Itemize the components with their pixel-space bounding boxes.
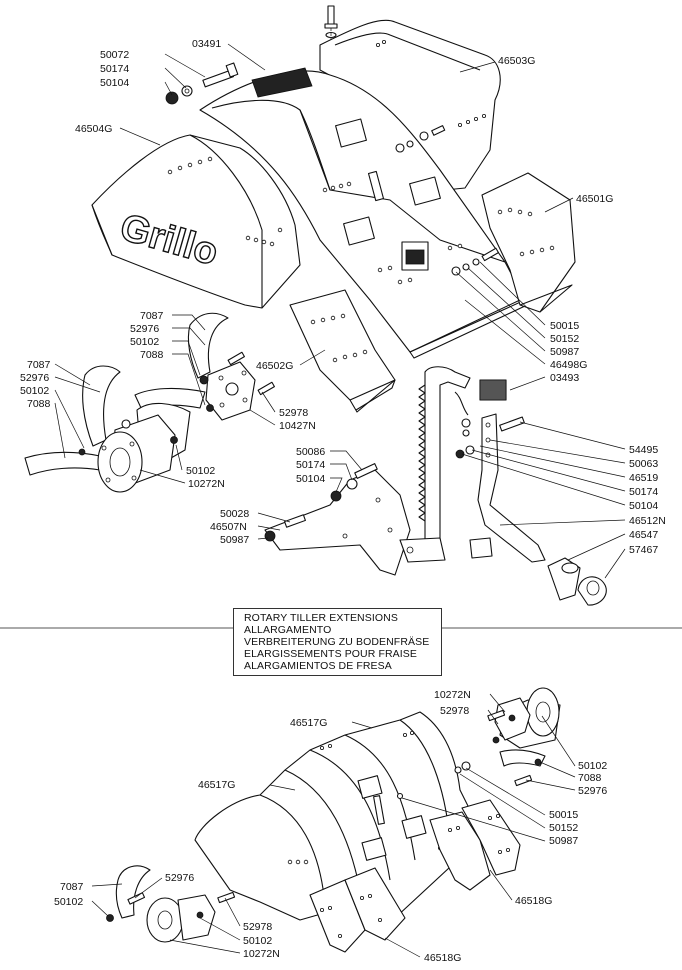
callout-50104: 50104 <box>100 77 129 89</box>
callout-50152: 50152 <box>550 333 579 345</box>
callout-50102-flange: 50102 <box>186 465 215 477</box>
leader-lines <box>54 43 626 958</box>
callout-50102-right: 50102 <box>130 336 159 348</box>
bolt-50072-icon <box>165 62 239 105</box>
title-line-it: ALLARGAMENTO <box>244 624 332 636</box>
callout-50987-bracket: 50987 <box>220 534 249 546</box>
extension-housing <box>194 711 491 921</box>
callout-54495: 54495 <box>629 444 658 456</box>
bracket-46507N <box>264 463 411 576</box>
callout-b-46517G-left: 46517G <box>198 779 235 791</box>
callout-b-50102-flange: 50102 <box>243 935 272 947</box>
title-line-es: ALARGAMIENTOS DE FRESA <box>244 660 392 672</box>
callout-03493: 03493 <box>550 372 579 384</box>
shield-46518G-right <box>429 799 521 891</box>
clamp-46547 <box>547 557 607 606</box>
callout-46503G: 46503G <box>498 55 535 67</box>
left-cover-46504G: Grillo <box>91 134 301 309</box>
callout-b-50987: 50987 <box>549 835 578 847</box>
callout-b-52978-right: 52978 <box>440 705 469 717</box>
callout-b-7087: 7087 <box>60 881 84 893</box>
flange-right-10272N <box>487 687 561 787</box>
callout-52978: 52978 <box>279 407 308 419</box>
callout-46504G: 46504G <box>75 123 112 135</box>
callout-46498G: 46498G <box>550 359 587 371</box>
callout-7088-right: 7088 <box>140 349 164 361</box>
main-housing <box>199 67 526 359</box>
callout-b-50102-left: 50102 <box>54 896 83 908</box>
callout-50987: 50987 <box>550 346 579 358</box>
callout-b-52976-left: 52976 <box>165 872 194 884</box>
callout-b-10272N-left: 10272N <box>243 948 280 960</box>
title-line-de: VERBREITERUNG ZU BODENFRÄSE <box>244 636 430 648</box>
flange-left-10272N <box>106 865 236 943</box>
callout-46512N: 46512N <box>629 515 666 527</box>
callout-50174: 50174 <box>100 63 129 75</box>
callout-10272N: 10272N <box>188 478 225 490</box>
shield-46518G-front <box>309 867 406 953</box>
title-box: ROTARY TILLER EXTENSIONS ALLARGAMENTO VE… <box>233 608 442 676</box>
callout-52976-right: 52976 <box>130 323 159 335</box>
callout-50015: 50015 <box>550 320 579 332</box>
callout-b-50152: 50152 <box>549 822 578 834</box>
callout-b-7088: 7088 <box>578 772 602 784</box>
callout-b-46517G-top: 46517G <box>290 717 327 729</box>
callout-46519: 46519 <box>629 472 658 484</box>
part-callouts: 03491 50072 50174 50104 46504G 46503G 46… <box>20 38 666 964</box>
callout-50174-bracket: 50174 <box>296 459 325 471</box>
tine-set-right <box>134 312 275 421</box>
callout-50104-bracket: 50104 <box>296 473 325 485</box>
callout-57467: 57467 <box>629 544 658 556</box>
callout-50086: 50086 <box>296 446 325 458</box>
callout-b-50015: 50015 <box>549 809 578 821</box>
callout-b-46518G-front: 46518G <box>424 952 461 964</box>
callout-46501G: 46501G <box>576 193 613 205</box>
callout-50063: 50063 <box>629 458 658 470</box>
callout-03491: 03491 <box>192 38 221 50</box>
title-line-en: ROTARY TILLER EXTENSIONS <box>244 612 398 624</box>
callout-b-10272N-right: 10272N <box>434 689 471 701</box>
callout-7087-left: 7087 <box>27 359 51 371</box>
shield-46502G <box>289 289 396 413</box>
callout-b-52978-left: 52978 <box>243 921 272 933</box>
shield-46501G <box>481 172 576 313</box>
callout-50174-arm: 50174 <box>629 486 658 498</box>
callout-b-50102-right: 50102 <box>578 760 607 772</box>
tine-set-left <box>24 365 191 493</box>
title-line-fr: ELARGISSEMENTS POUR FRAISE <box>244 648 417 660</box>
callout-46547: 46547 <box>629 529 658 541</box>
callout-50102-left: 50102 <box>20 385 49 397</box>
callout-7087-right: 7087 <box>140 310 164 322</box>
callout-50104-arm: 50104 <box>629 500 658 512</box>
callout-10427N: 10427N <box>279 420 316 432</box>
callout-7088-left: 7088 <box>27 398 51 410</box>
depth-column <box>399 366 507 563</box>
adjust-arm-46512N <box>455 413 546 563</box>
callout-52976-left: 52976 <box>20 372 49 384</box>
callout-50072: 50072 <box>100 49 129 61</box>
callout-b-52976-right: 52976 <box>578 785 607 797</box>
callout-46502G: 46502G <box>256 360 293 372</box>
callout-46507N: 46507N <box>210 521 247 533</box>
parts-artwork: Grillo <box>0 5 682 958</box>
callout-b-46518G-right: 46518G <box>515 895 552 907</box>
callout-50028: 50028 <box>220 508 249 520</box>
rear-cover-46503G <box>319 19 501 191</box>
